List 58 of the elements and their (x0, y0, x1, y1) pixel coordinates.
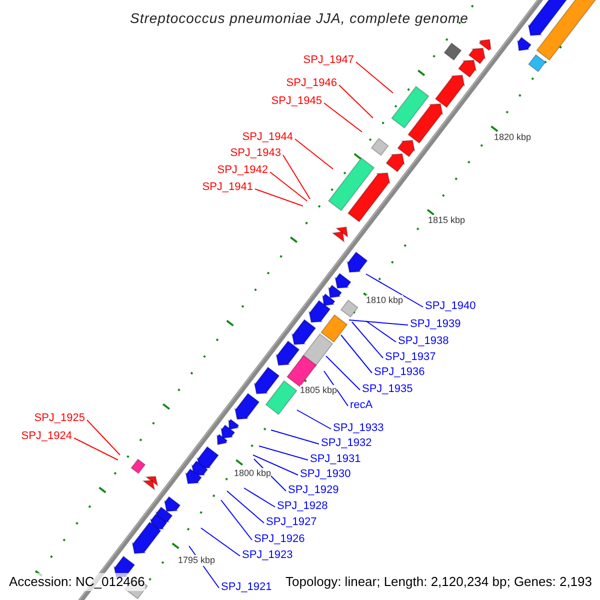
leader-line (340, 334, 372, 374)
gene-label: SPJ_1930 (300, 467, 351, 481)
gene-label: SPJ_1935 (362, 382, 413, 396)
leader-line (270, 172, 308, 202)
gene-label: recA (350, 398, 373, 412)
gene-label: SPJ_1947 (303, 53, 354, 67)
title: Streptococcus pneumoniae JJA, complete genome (130, 9, 468, 27)
scale-tick-label: 1805 kbp (300, 385, 338, 396)
scale-tick-label: 1810 kbp (366, 295, 404, 306)
gene-label: SPJ_1924 (21, 429, 72, 443)
gene-label: SPJ_1945 (271, 94, 322, 108)
gene-label: SPJ_1928 (277, 499, 328, 513)
gene-label: SPJ_1940 (425, 299, 476, 313)
leader-line (252, 454, 298, 476)
leader-line (226, 490, 264, 524)
accession-number: Accession: NC_012466 (9, 573, 145, 591)
leader-line (356, 62, 394, 94)
gene-label: SPJ_1946 (286, 76, 337, 90)
scale-tick-label: 1820 kbp (494, 132, 532, 143)
leader-line (296, 410, 332, 430)
gene-label: SPJ_1932 (321, 436, 372, 450)
gene-label: SPJ_1939 (410, 317, 461, 331)
leader-line (282, 154, 310, 200)
gene-label: SPJ_1938 (398, 334, 449, 348)
scale-tick-label: 1800 kbp (234, 468, 272, 479)
leader-line (294, 138, 334, 170)
scale-tick-label: 1815 kbp (428, 215, 466, 226)
gene-label: SPJ_1927 (266, 515, 317, 529)
gene-label: SPJ_1933 (333, 421, 384, 435)
gene-label: SPJ_1929 (288, 483, 339, 497)
gene-label: SPJ_1942 (217, 163, 268, 177)
leader-line (352, 322, 384, 358)
gene-label: SPJ_1943 (230, 146, 281, 160)
leader-line (244, 488, 276, 508)
leader-line (324, 102, 362, 132)
leader-line (348, 320, 408, 326)
gene-label: SPJ_1931 (310, 452, 361, 466)
leader-line (338, 84, 374, 118)
leader-line (86, 420, 120, 456)
leader-line (324, 370, 348, 406)
scale-tick-label: 1795 kbp (178, 555, 216, 566)
gene-label: SPJ_1941 (202, 180, 253, 194)
gene-label: SPJ_1926 (254, 532, 305, 546)
gene-label: SPJ_1923 (242, 548, 293, 562)
leader-line (366, 274, 424, 308)
leader-line (366, 320, 396, 342)
leader-line (254, 188, 304, 206)
leader-line (74, 438, 118, 460)
gene-label: SPJ_1921 (221, 580, 272, 594)
leader-line (270, 430, 320, 444)
gene-label: SPJ_1937 (385, 350, 436, 364)
gene-label: SPJ_1936 (374, 365, 425, 379)
leader-line (220, 500, 252, 540)
leader-line (200, 528, 240, 556)
leader-line (258, 446, 308, 460)
leader-line (326, 356, 360, 390)
gene-label: SPJ_1925 (34, 411, 85, 425)
gene-label: SPJ_1944 (242, 130, 293, 144)
